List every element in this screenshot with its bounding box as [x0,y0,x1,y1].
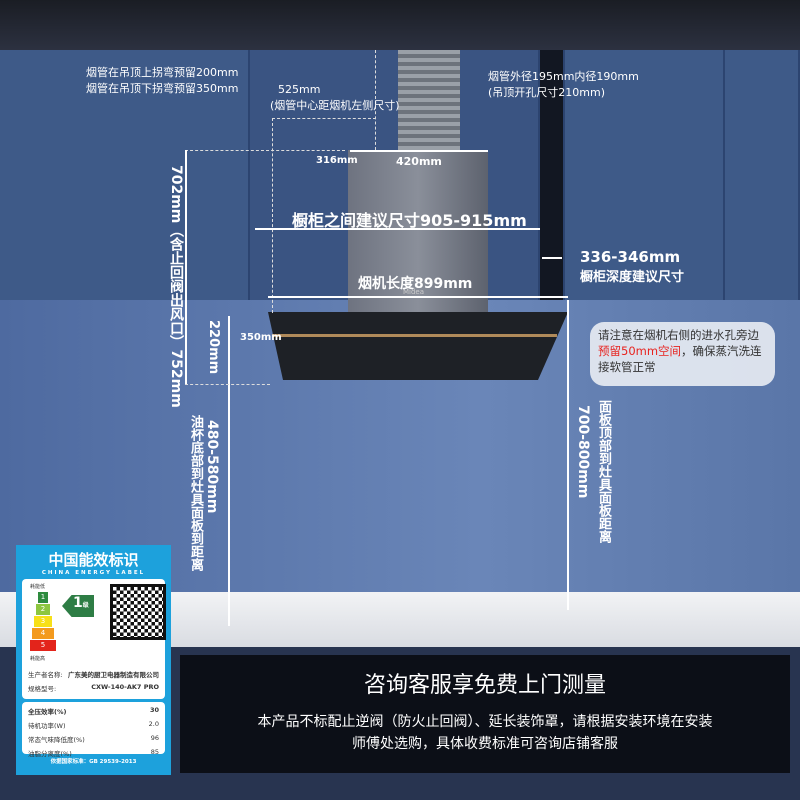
level-2: 2 [36,604,50,615]
grade-badge: 1级 [62,595,94,617]
duct-offset-note: (烟管中心距烟机左侧尺寸) [270,99,400,112]
panel-height-label: 面板顶部到灶具面板距离 [596,400,611,543]
panel-height-text: 700-800mm [575,405,591,499]
cabinet-depth-label: 橱柜深度建议尺寸 [580,270,685,285]
energy-label: 中国能效标识 CHINA ENERGY LABEL 耗能低 1 2 3 4 5 … [16,545,171,775]
brand-logo: Midea [403,288,425,296]
dim-316-text: 316mm [316,155,358,166]
spec-label: 全压效率(%) [28,708,67,716]
bottom-height-line [185,384,270,385]
dim-220-text: 220mm [206,320,221,375]
depth-line [542,257,562,259]
grade-unit: 级 [82,602,89,609]
grade-value: 1 [73,595,83,611]
oil-cup-label: 油杯底部到灶具面板到距离 [188,415,203,571]
level-5: 5 [30,640,56,651]
hood-length-line [268,296,568,298]
energy-label-title: 中国能效标识 [48,551,139,569]
energy-standard: 依据国家标准：GB 29539-2013 [50,759,137,765]
top-height-line [185,150,345,151]
energy-scale: 1 2 3 4 5 [28,591,58,652]
spec-label: 常态气味降低度(%) [28,736,85,744]
spec-value: 96 [150,734,159,742]
upper-cabinet-left [0,50,250,300]
hood-left-line [272,118,273,313]
maker-value: 广东美的厨卫电器制造有限公司 [68,671,159,679]
cabinet-gap-text: 橱柜之间建议尺寸905-915mm [292,211,527,230]
duct-offset-text: 525mm [278,83,321,96]
spec-label: 油脂分离度(%) [28,750,72,758]
spec-value: 30 [149,706,159,714]
height-dim-line [185,150,187,385]
upper-cabinet-right [565,50,725,300]
cabinet-depth-text: 336-346mm [580,248,681,266]
upper-cabinet-far-right [725,50,800,300]
promo-line2: 师傅处选购，具体收费标准可咨询店铺客服 [352,736,618,752]
width-420-line [350,150,488,152]
dim-420-text: 420mm [396,155,442,168]
dim-350-text: 350mm [240,332,282,343]
range-hood [268,312,568,380]
qr-code [110,584,166,640]
model-value: CXW-140-AK7 PRO [91,683,159,691]
panel-dim-line [567,300,569,610]
oil-cup-dim-line [228,316,230,626]
cabinet-gap-line [255,228,540,230]
level-1: 1 [38,592,48,603]
high-consumption-label: 耗能高 [30,656,46,662]
note-line1: 请注意在烟机右侧的进水孔旁边 [598,328,759,342]
hood-length-text: 烟机长度899mm [358,276,473,292]
promo-panel: 咨询客服享免费上门测量 本产品不标配止逆阀（防火止回阀）、延长装饰罩，请根据安装… [180,655,790,773]
duct-top-below-text: 烟管在吊顶下拐弯预留350mm [86,82,239,95]
hood-trim [272,334,557,337]
ceiling-hole-text: (吊顶开孔尺寸210mm) [488,86,606,99]
duct-top-above-text: 烟管在吊顶上拐弯预留200mm [86,66,239,79]
spec-value: 85 [150,748,159,756]
ceiling [0,0,800,50]
level-4: 4 [32,628,54,639]
maker-label: 生产者名称: [28,671,63,679]
low-consumption-label: 耗能低 [30,584,46,590]
spec-value: 2.0 [148,720,159,728]
note-rest: ，确保蒸汽洗连接软管正常 [598,344,762,374]
model-label: 规格型号: [28,685,57,693]
note-highlight: 预留50mm空间 [598,344,682,358]
promo-title: 咨询客服享免费上门测量 [363,673,606,698]
total-height-text: 702mm（含止回阀出风口）752mm [168,165,184,408]
energy-specs: 全压效率(%) 30 待机功率(W) 2.0 常态气味降低度(%) 96 油脂分离度(… [22,702,165,758]
duct-offset-line [272,118,376,119]
promo-line1: 本产品不标配止逆阀（防火止回阀）、延长装饰罩，请根据安装环境在安装 [257,714,713,730]
energy-label-subtitle: CHINA ENERGY LABEL [41,570,146,576]
oil-cup-height-text: 480-580mm [204,420,220,514]
level-3: 3 [34,616,52,627]
hood-chimney [348,150,488,315]
spec-label: 待机功率(W) [28,722,66,730]
exhaust-duct [398,50,460,150]
installation-note: 请注意在烟机右侧的进水孔旁边 预留50mm空间，确保蒸汽洗连接软管正常 [590,322,775,386]
duct-center-line [375,50,376,150]
duct-diameter-text: 烟管外径195mm内径190mm [488,70,639,83]
